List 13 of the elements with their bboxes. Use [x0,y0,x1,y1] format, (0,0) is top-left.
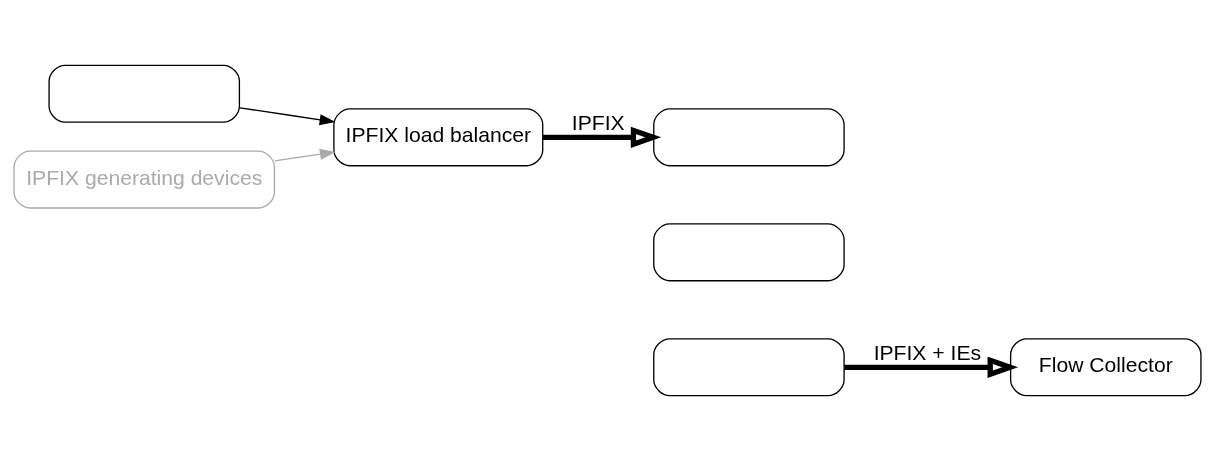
edge-label: IPFIX + IEs [873,340,982,364]
node-box [48,64,241,123]
arrow [844,356,1019,378]
arrow [543,126,662,148]
node-box: IPFIX generating devices [13,150,276,209]
node-box: Flow Collector [1009,337,1202,396]
arrow [274,148,336,162]
node-box [653,222,845,281]
node-box [653,107,845,166]
arrow [239,106,336,125]
edge-label: IPFIX [571,110,625,134]
node-box [653,337,845,396]
node-box: IPFIX load balancer [333,107,544,166]
